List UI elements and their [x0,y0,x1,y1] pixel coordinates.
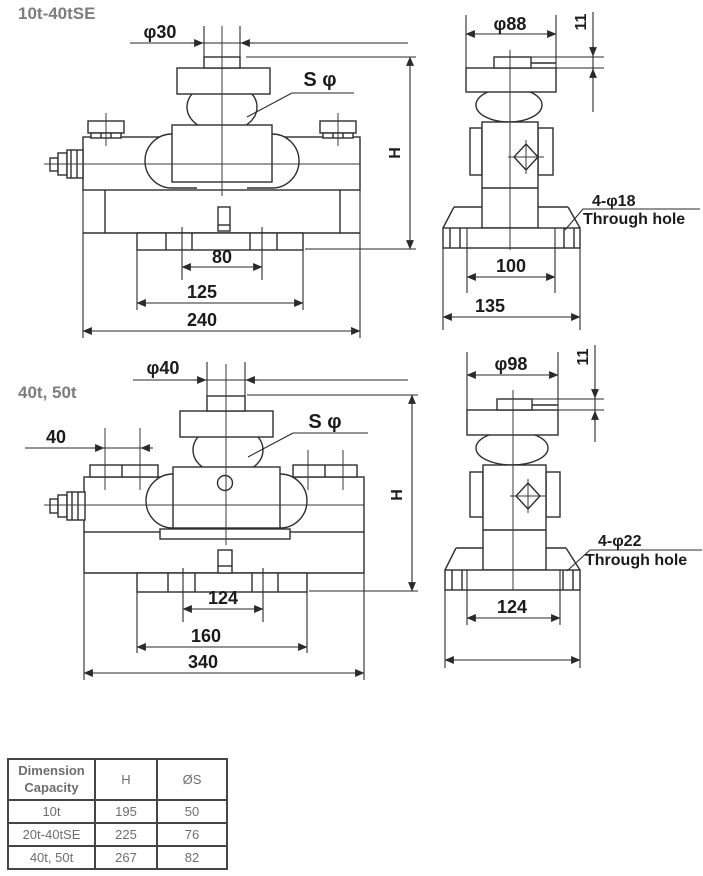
top-cap [176,67,271,95]
dim-phi40: φ40 [133,358,408,396]
dim-40: 40 [25,427,153,452]
dim-H-bottom: H [247,394,418,592]
dim-label-40: 40 [46,427,66,447]
dim-label-sphere: S φ [303,69,336,91]
dim-124-front: 124 [182,568,264,622]
dim-11-bottom: 11 [532,345,604,442]
top-side-view: φ88 11 4-φ18 Through hole 100 135 [442,12,700,330]
leader-through-hole-bottom: 4-φ22 Through hole [566,533,702,572]
table-cell-capacity: 10t [7,799,96,824]
dim-sphere-2: S φ [247,411,368,458]
dim-125: 125 [136,250,304,310]
table-row: 20t-40tSE 225 76 [7,822,228,847]
mount-bolt-right [319,113,357,146]
top-front-view: φ30 S φ 80 125 240 H [44,22,416,338]
dim-80: 80 [181,227,263,280]
dim-phi88: φ88 [465,14,557,68]
table-cell-h: 225 [94,822,158,847]
center-pin-2 [217,549,233,574]
top-tab-side [493,56,532,69]
base-foot [442,206,581,249]
dim-label-80: 80 [212,247,232,267]
bolt-plate-left [89,428,159,490]
dimension-table: Dimension Capacity H ØS 10t 195 50 20t-4… [7,758,228,870]
header-line2: Capacity [24,779,79,795]
dim-H-top: H [246,56,416,250]
column-2 [482,464,547,571]
label-through-hole-top: Through hole [583,211,685,228]
ear-left [469,127,483,176]
table-header-h: H [94,758,158,801]
dim-phi98: φ98 [466,352,559,410]
dim-label-phi40: φ40 [147,358,180,378]
dim-label-100: 100 [496,256,526,276]
header-line1: Dimension [18,762,85,778]
table-row: 40t, 50t 267 82 [7,845,228,870]
dim-label-340: 340 [188,652,218,672]
table-cell-capacity: 20t-40tSE [7,822,96,847]
dim-label-160: 160 [191,626,221,646]
dim-base-unlabeled [444,590,581,668]
load-ball-side [475,87,543,123]
dim-100: 100 [466,228,556,293]
dim-label-phi98: φ98 [495,354,528,374]
table-cell-s: 50 [156,799,228,824]
dim-label-phi88: φ88 [494,14,527,34]
bottom-front-view: φ40 40 S φ 124 160 340 [25,358,418,680]
cable-gland-2 [49,491,86,521]
center-pin [217,206,231,232]
dim-label-11-bottom: 11 [575,348,592,365]
label-4-phi22: 4-φ22 [598,533,642,550]
table-row: 10t 195 50 [7,799,228,824]
ear-right-2 [545,471,561,518]
wear-plate [159,528,291,540]
top-tab-side-2 [496,398,533,411]
ear-left-2 [469,471,484,518]
dim-label-124-side: 124 [497,597,527,617]
technical-drawing: 10t-40tSE [18,4,702,680]
dim-label-135: 135 [475,296,505,316]
dim-124-side: 124 [466,570,561,625]
dim-240: 240 [82,190,361,338]
dim-label-11-top: 11 [573,13,590,30]
load-ball-side-2 [475,430,549,466]
label-through-hole-bottom: Through hole [585,552,687,569]
flange-ticks-2 [167,573,279,592]
dim-label-H-bottom: H [389,489,406,501]
flange-ticks [165,233,278,250]
bolt-plate-right [292,450,358,490]
dim-label-H-top: H [387,147,404,159]
dim-label-phi30: φ30 [144,22,177,42]
dim-phi30: φ30 [130,22,408,57]
table-header-capacity: Dimension Capacity [7,758,96,801]
section-title-top: 10t-40tSE [18,4,95,23]
label-4-phi18: 4-φ18 [592,193,636,210]
table-header-os: ØS [156,758,228,801]
dim-11-top: 11 [531,12,604,112]
mount-bolt-left [87,113,125,146]
dim-label-sphere-2: S φ [308,411,341,433]
table-cell-s: 82 [156,845,228,870]
leader-through-hole-top: 4-φ18 Through hole [564,193,700,231]
table-cell-s: 76 [156,822,228,847]
table-cell-h: 267 [94,845,158,870]
dim-135: 135 [442,248,581,330]
block-hole [216,474,234,492]
dim-label-125: 125 [187,282,217,302]
ear-right [537,127,554,176]
orientation-diamond-2 [510,479,546,513]
section-title-bottom: 40t, 50t [18,383,77,402]
dim-label-124-front: 124 [208,588,238,608]
table-cell-capacity: 40t, 50t [7,845,96,870]
dim-sphere: S φ [246,69,354,118]
dim-160: 160 [136,592,308,653]
dim-label-240: 240 [187,310,217,330]
top-cap-side [465,67,557,93]
orientation-diamond [508,140,544,174]
bottom-side-view: φ98 11 4-φ22 Through hole 124 [444,345,702,668]
table-cell-h: 195 [94,799,158,824]
table-header-row: Dimension Capacity H ØS [7,758,228,801]
